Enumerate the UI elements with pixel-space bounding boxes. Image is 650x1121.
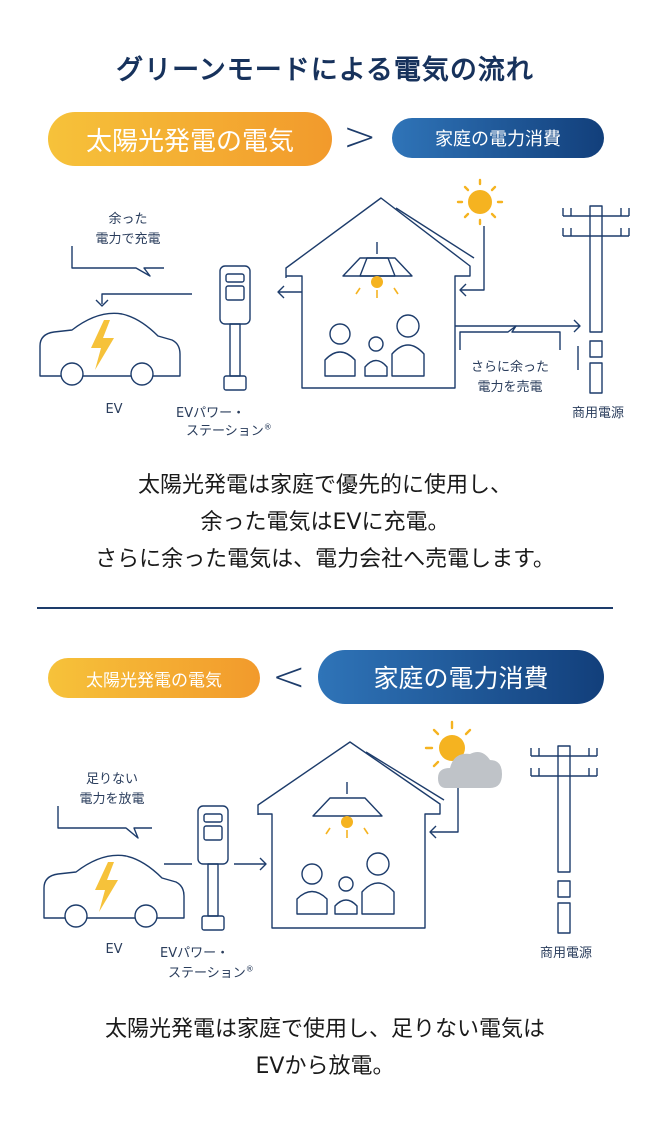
bubble-ev-line1: 足りない: [85, 772, 138, 787]
charging-station-icon: [219, 265, 251, 391]
charging-station-icon: [197, 805, 229, 931]
pill-home-consumption: 家庭の電力消費: [318, 650, 604, 704]
family-icon: [324, 314, 425, 377]
speech-bubble: [57, 806, 152, 839]
label-station-line2: ステーション®: [186, 422, 272, 439]
cloud-icon: [438, 752, 502, 788]
arrow-icon: [164, 778, 459, 871]
comparator-greater: >: [343, 114, 377, 160]
description-line2: EVから放電。: [255, 1054, 395, 1079]
speech-bubble: [71, 246, 579, 370]
arrow-icon: [95, 226, 581, 333]
car-icon: [39, 312, 181, 386]
bubble-ev-line1: 余った: [108, 212, 148, 227]
lightning-icon: [91, 320, 114, 370]
bubble-grid-line1: さらに余った: [470, 360, 549, 375]
bubble-grid-line2: 電力を売電: [477, 380, 543, 395]
lightning-icon: [95, 862, 118, 912]
pill-solar-power: 太陽光発電の電気: [48, 112, 332, 166]
pill-home-consumption: 家庭の電力消費: [392, 118, 604, 158]
lamp-light: [325, 827, 369, 838]
bulb-icon: [341, 816, 353, 828]
sun-icon: [456, 178, 504, 226]
utility-pole-icon: [562, 205, 630, 394]
description-line1: 太陽光発電は家庭で使用し、足りない電気は: [104, 1017, 545, 1042]
utility-pole-icon: [530, 745, 598, 934]
car-icon: [43, 854, 185, 928]
label-grid: 商用電源: [539, 946, 592, 961]
section-divider: [37, 607, 613, 609]
label-station-line2: ステーション®: [168, 964, 254, 981]
bubble-ev-line2: 電力で充電: [95, 232, 161, 247]
lamp-icon: [312, 782, 383, 817]
label-ev: EV: [105, 402, 123, 417]
family-icon: [296, 852, 395, 915]
description-line3: さらに余った電気は、電力会社へ売電します。: [95, 547, 555, 572]
comparator-less: <: [272, 654, 306, 700]
house-icon: [257, 741, 445, 929]
description-line2: 余った電気はEVに充電。: [200, 510, 450, 535]
lamp-light: [355, 287, 399, 298]
registered-mark: ®: [245, 964, 254, 974]
registered-mark: ®: [263, 422, 272, 432]
description-line1: 太陽光発電は家庭で優先的に使用し、: [137, 473, 512, 498]
sun-icon: [424, 720, 472, 768]
label-station-line1: EVパワー・: [176, 406, 246, 421]
label-station-line1: EVパワー・: [160, 946, 230, 961]
label-ev: EV: [105, 942, 123, 957]
house-icon: [285, 197, 475, 389]
label-grid: 商用電源: [571, 406, 624, 421]
bulb-icon: [371, 276, 383, 288]
pill-solar-power: 太陽光発電の電気: [48, 658, 260, 698]
bubble-ev-line2: 電力を放電: [79, 792, 145, 807]
lamp-icon: [342, 242, 413, 277]
page-title: グリーンモードによる電気の流れ: [116, 55, 534, 86]
